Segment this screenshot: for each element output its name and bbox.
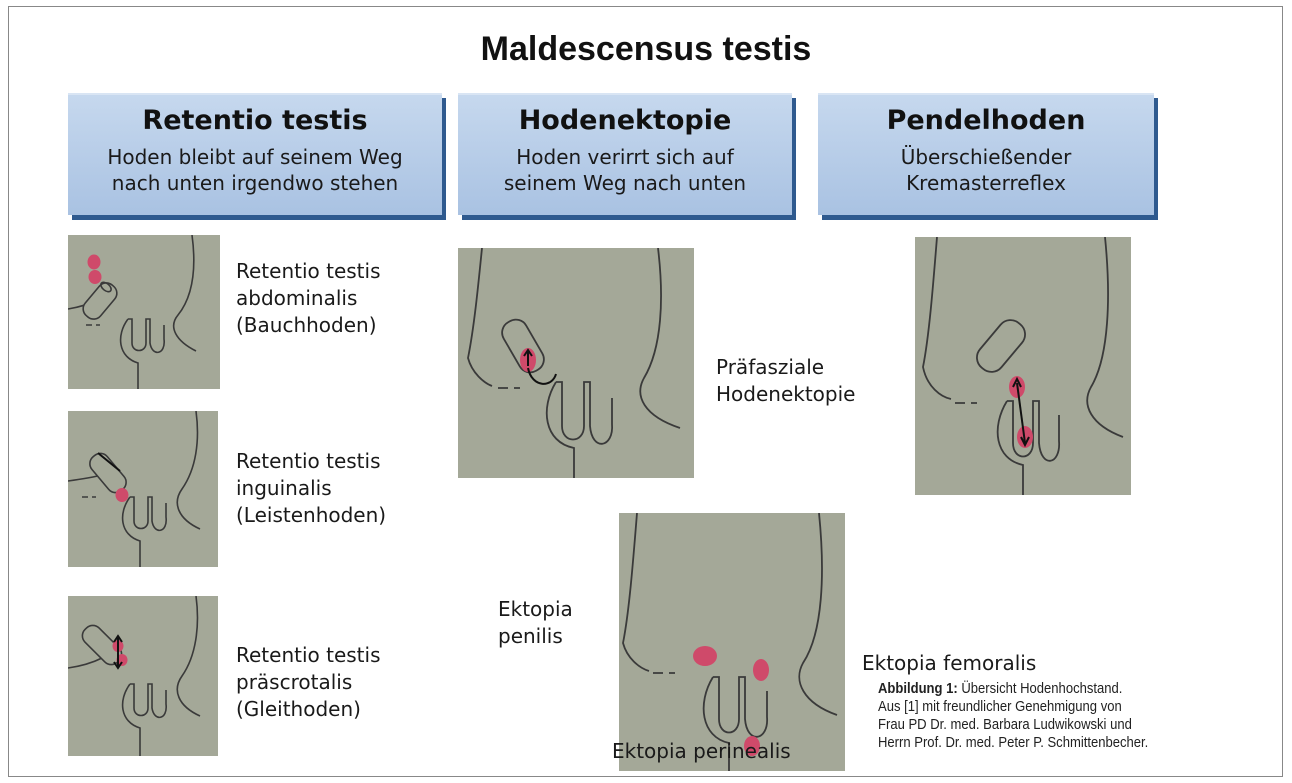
caption-line: Herrn Prof. Dr. med. Peter P. Schmittenb… (878, 734, 1238, 752)
label-praescrotalis: Retentio testis präscrotalis (Gleithoden… (236, 642, 381, 723)
caption-title: Übersicht Hodenhochstand. (961, 681, 1122, 697)
label-inguinalis-line3: (Leistenhoden) (236, 502, 386, 529)
header-ektopie-line1: Hoden verirrt sich auf (458, 144, 792, 170)
caption-line: Frau PD Dr. med. Barbara Ludwikowski und (878, 716, 1238, 734)
label-praefaszial-line2: Hodenektopie (716, 381, 855, 408)
testis-marker (116, 488, 129, 502)
label-praefaszial-line1: Präfasziale (716, 354, 855, 381)
header-ektopie: Hodenektopie Hoden verirrt sich auf sein… (458, 93, 792, 215)
page-title: Maldescensus testis (0, 30, 1292, 69)
caption-line: Aus [1] mit freundlicher Genehmigung von (878, 698, 1238, 716)
label-inguinalis: Retentio testis inguinalis (Leistenhoden… (236, 448, 386, 529)
header-retentio-line2: nach unten irgendwo stehen (68, 170, 442, 196)
testis-marker (88, 255, 101, 270)
illustration-ektopia (619, 513, 845, 771)
illustration-praescrotalis (68, 596, 218, 756)
header-pendel: Pendelhoden Überschießender Kremasterref… (818, 93, 1154, 215)
header-pendel-line2: Kremasterreflex (818, 170, 1154, 196)
label-abdominalis: Retentio testis abdominalis (Bauchhoden) (236, 258, 381, 339)
label-perinealis: Ektopia perinealis (612, 738, 791, 765)
label-abdominalis-line3: (Bauchhoden) (236, 312, 381, 339)
label-inguinalis-line1: Retentio testis (236, 448, 386, 475)
label-penilis-line1: Ektopia (498, 596, 573, 623)
label-femoralis: Ektopia femoralis (862, 650, 1036, 677)
header-ektopie-line2: seinem Weg nach unten (458, 170, 792, 196)
label-praescrotalis-line1: Retentio testis (236, 642, 381, 669)
header-retentio: Retentio testis Hoden bleibt auf seinem … (68, 93, 442, 215)
testis-marker (693, 646, 717, 666)
label-penilis: Ektopia penilis (498, 596, 573, 650)
label-praescrotalis-line2: präscrotalis (236, 669, 381, 696)
header-ektopie-title: Hodenektopie (458, 105, 792, 136)
label-praescrotalis-line3: (Gleithoden) (236, 696, 381, 723)
header-pendel-line1: Überschießender (818, 144, 1154, 170)
header-retentio-line1: Hoden bleibt auf seinem Weg (68, 144, 442, 170)
label-abdominalis-line1: Retentio testis (236, 258, 381, 285)
label-abdominalis-line2: abdominalis (236, 285, 381, 312)
illustration-abdominalis (68, 235, 220, 389)
label-penilis-line2: penilis (498, 623, 573, 650)
figure-caption: Abbildung 1: Übersicht Hodenhochstand. A… (878, 680, 1238, 752)
illustration-inguinalis (68, 411, 218, 567)
illustration-pendelhoden (915, 237, 1131, 495)
label-praefaszial: Präfasziale Hodenektopie (716, 354, 855, 408)
label-inguinalis-line2: inguinalis (236, 475, 386, 502)
testis-marker (89, 270, 102, 284)
illustration-praefaszial (458, 248, 694, 478)
header-pendel-title: Pendelhoden (818, 105, 1154, 136)
header-retentio-title: Retentio testis (68, 105, 442, 136)
testis-marker (753, 659, 769, 681)
caption-label: Abbildung 1: (878, 681, 958, 697)
